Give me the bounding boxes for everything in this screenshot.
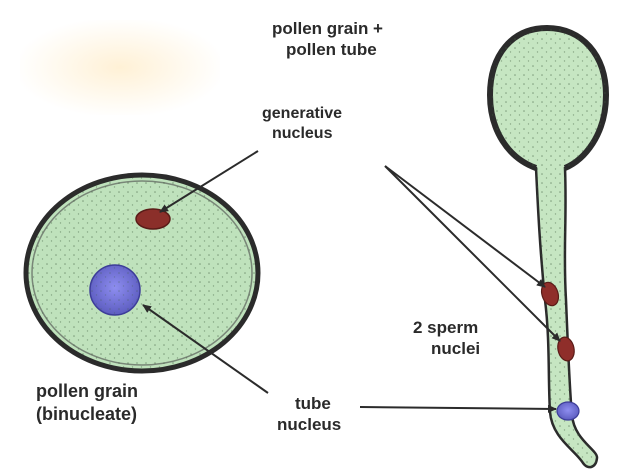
tube-nucleus-left [90, 265, 140, 315]
label-sperm-nuclei: 2 sperm nuclei [413, 317, 480, 359]
label-line: nuclei [413, 338, 480, 359]
label-line: pollen grain [36, 380, 138, 403]
label-line: generative [262, 104, 342, 124]
label-line: pollen tube [272, 39, 383, 60]
label-line: (binucleate) [36, 403, 138, 426]
label-pollen-grain-tube: pollen grain + pollen tube [272, 18, 383, 60]
label-generative-nucleus: generative nucleus [262, 104, 342, 144]
tube-nucleus-right [557, 402, 579, 420]
arrow-generative-sperm-lower [385, 166, 560, 341]
label-pollen-grain-binucleate: pollen grain (binucleate) [36, 380, 138, 426]
label-line: nucleus [262, 124, 342, 144]
arrow-tube-nucleus-right [360, 407, 556, 409]
label-line: 2 sperm [413, 317, 480, 338]
label-line: tube [277, 393, 341, 414]
binucleate-pollen-grain [26, 175, 258, 371]
label-line: pollen grain + [272, 18, 383, 39]
label-line: nucleus [277, 414, 341, 435]
label-tube-nucleus: tube nucleus [277, 393, 341, 435]
generative-nucleus-left [136, 209, 170, 229]
arrow-generative-sperm-upper [385, 166, 545, 287]
germinating-pollen-grain [490, 28, 606, 467]
